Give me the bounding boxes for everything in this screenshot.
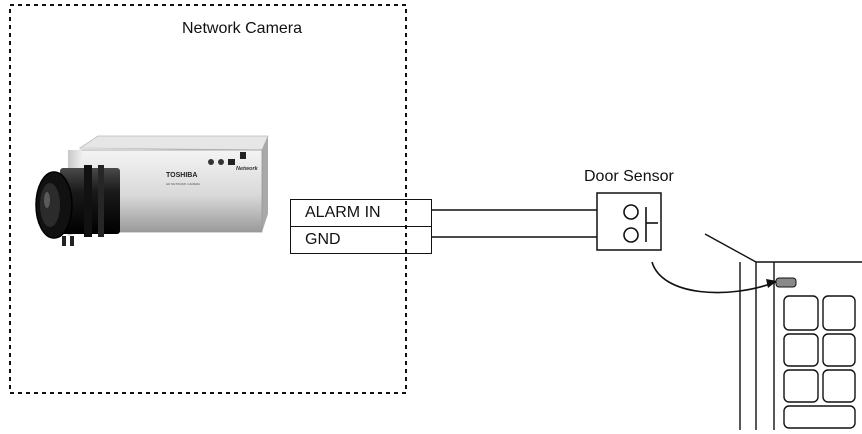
network-camera-image: TOSHIBA HD NETWORK CAMERA Network — [35, 135, 269, 246]
terminal-alarm-in: ALARM IN — [290, 199, 432, 227]
terminal-alarm-in-label: ALARM IN — [305, 204, 381, 221]
camera-label: Network Camera — [182, 20, 303, 37]
door-icon — [704, 233, 862, 430]
sensor-arrow — [651, 261, 777, 294]
door-sensor-label: Door Sensor — [584, 168, 674, 185]
camera-model-text: Network — [236, 166, 259, 172]
camera-brand-text: TOSHIBA — [166, 172, 197, 179]
terminal-gnd-label: GND — [305, 231, 341, 248]
door-magnet-icon — [775, 277, 797, 288]
terminal-gnd: GND — [290, 226, 432, 254]
svg-text:HD NETWORK CAMERA: HD NETWORK CAMERA — [166, 182, 200, 186]
door-sensor-switch — [596, 192, 662, 251]
